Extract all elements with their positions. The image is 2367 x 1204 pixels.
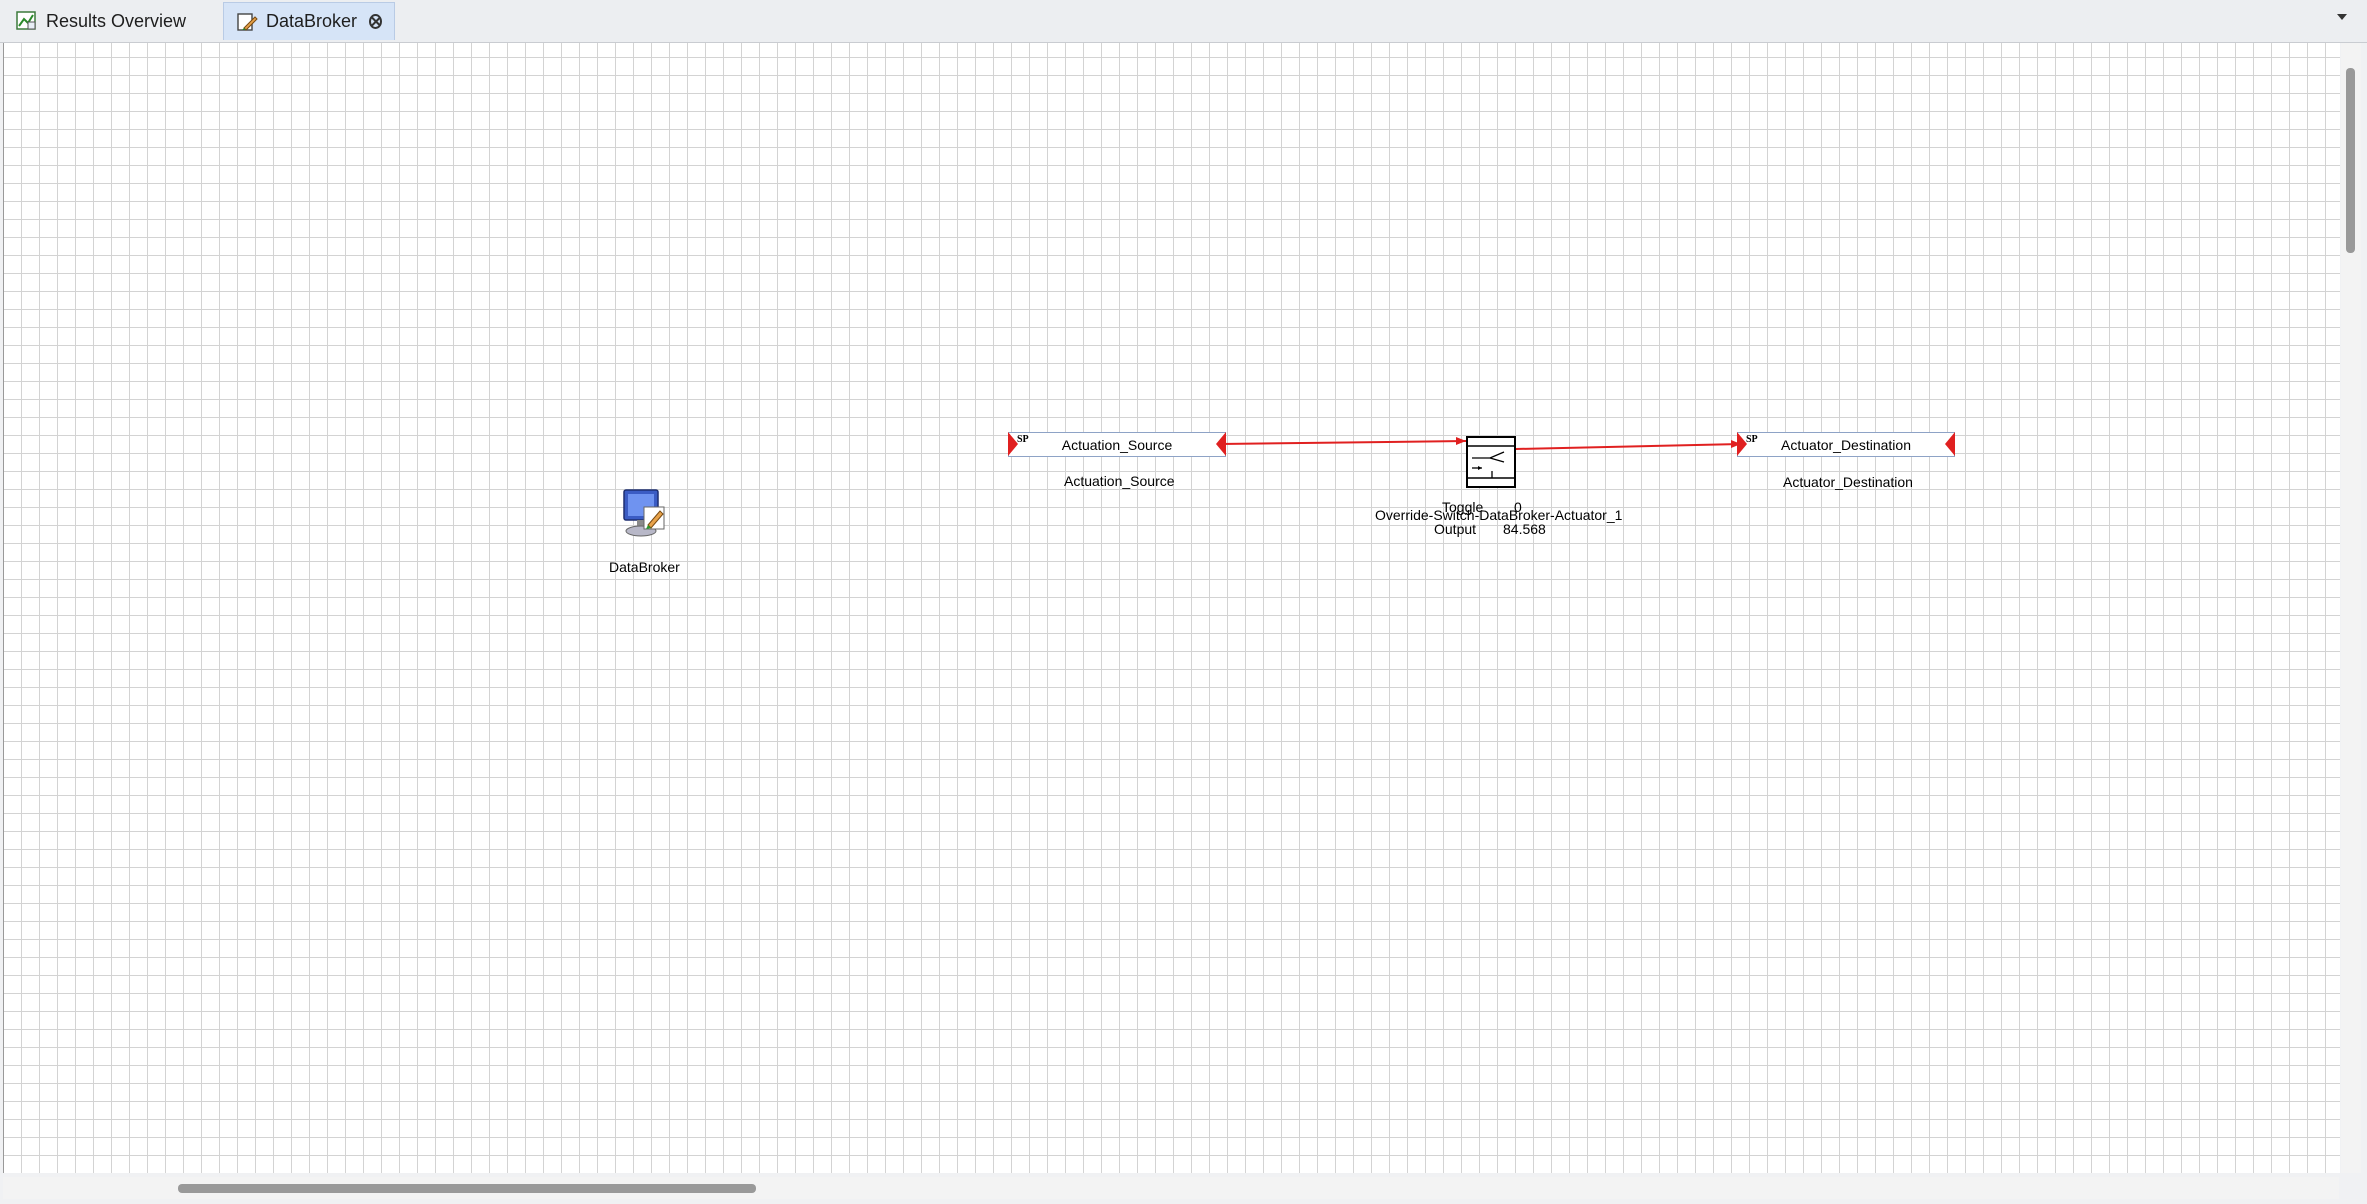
actuator-destination-node[interactable]: SP Actuator_Destination	[1737, 432, 1955, 457]
actuator-destination-caption: Actuator_Destination	[1783, 474, 1913, 490]
switch-name: Override-Switch-DataBroker-Actuator_1	[1375, 507, 1623, 523]
tab-label: Results Overview	[46, 10, 187, 31]
port-arrow	[1216, 432, 1226, 456]
switch-output-value: 84.568	[1503, 521, 1546, 537]
node-name: Actuator_Destination	[1781, 436, 1911, 453]
override-switch-node[interactable]	[1466, 436, 1516, 488]
tab-results-overview[interactable]: Results Overview	[4, 2, 218, 40]
databroker-node[interactable]	[620, 487, 668, 543]
connector-switch-destination	[1515, 443, 1742, 450]
diagram-canvas[interactable]	[3, 43, 2340, 1173]
connector-arrowhead	[1456, 437, 1466, 445]
port-arrow	[1737, 432, 1747, 456]
vertical-scroll-thumb[interactable]	[2346, 68, 2355, 253]
switch-icon	[1468, 445, 1514, 479]
databroker-label: DataBroker	[609, 559, 680, 575]
chart-sheet-icon	[16, 10, 38, 32]
port-arrow	[1008, 432, 1018, 456]
horizontal-scroll-thumb[interactable]	[178, 1184, 756, 1193]
close-icon[interactable]	[369, 14, 382, 29]
vertical-scrollbar[interactable]	[2341, 43, 2361, 1173]
actuation-source-caption: Actuation_Source	[1064, 473, 1175, 489]
switch-toggle-label: Toggle	[1442, 499, 1484, 515]
node-name: Actuation_Source	[1061, 436, 1173, 453]
switch-output-label: Output	[1434, 521, 1477, 537]
computer-edit-icon	[623, 489, 665, 537]
tab-label: DataBroker	[266, 11, 358, 31]
port-arrow	[1945, 432, 1955, 456]
actuation-source-node[interactable]: SP Actuation_Source	[1008, 432, 1226, 457]
chevron-down-icon[interactable]	[2337, 14, 2347, 20]
connector-source-switch	[1219, 440, 1467, 445]
connector-arrowhead	[1731, 440, 1741, 448]
switch-toggle-value: 0	[1514, 499, 1522, 515]
edit-diagram-icon	[236, 11, 258, 33]
sp-tag: SP	[1017, 434, 1029, 445]
tab-bar: Results Overview DataBroker	[0, 0, 2367, 43]
horizontal-scrollbar[interactable]	[3, 1177, 2339, 1199]
tab-databroker[interactable]: DataBroker	[223, 2, 395, 40]
sp-tag: SP	[1746, 434, 1758, 445]
